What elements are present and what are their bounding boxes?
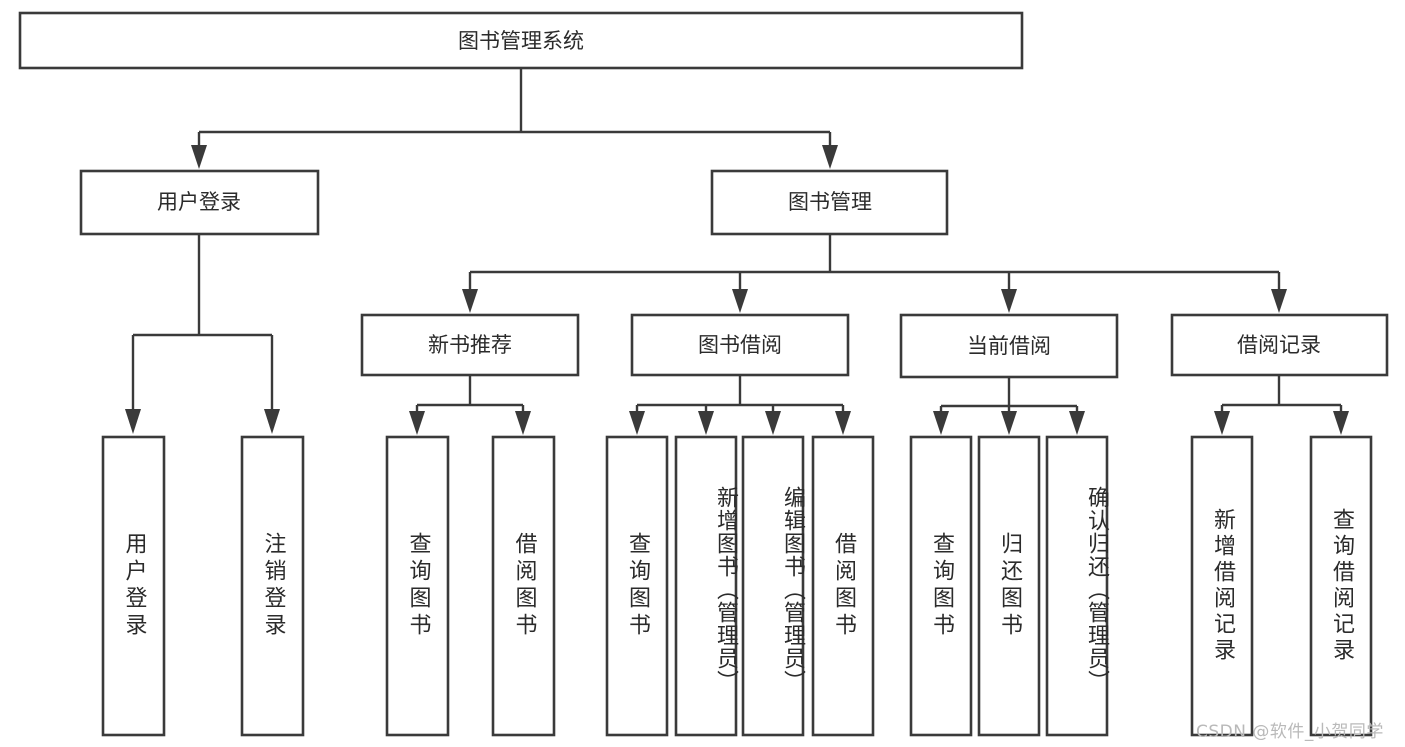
arrow-br-leaf-2 xyxy=(1333,411,1349,435)
node-current-borrow-box[interactable] xyxy=(899,313,1119,379)
connector-group-new-book-recommend xyxy=(409,375,531,435)
arrow-bb-leaf-3 xyxy=(765,411,781,435)
node-new-book-recommend-box[interactable] xyxy=(360,313,580,377)
arrow-bb-leaf-2 xyxy=(698,411,714,435)
node-book-management-label: 图书管理 xyxy=(788,190,872,214)
node-user-login[interactable]: 用户登录 xyxy=(79,169,320,236)
leaf-box-query-book-3[interactable] xyxy=(909,435,973,737)
node-user-login-label: 用户登录 xyxy=(157,190,241,214)
node-root-title-label: 图书管理系统 xyxy=(458,29,584,53)
leaf-boxes-user-login xyxy=(101,435,305,737)
connector-group-root xyxy=(191,68,838,169)
node-borrow-record-box[interactable] xyxy=(1170,313,1389,377)
node-book-management[interactable]: 图书管理 xyxy=(710,169,949,236)
connector-group-book-borrow xyxy=(629,375,851,435)
node-book-borrow-label: 图书借阅 xyxy=(698,333,782,357)
arrow-cb-leaf-1 xyxy=(933,411,949,435)
arrow-user-login-leaf-1 xyxy=(125,409,141,434)
arrow-nbr-leaf-1 xyxy=(409,411,425,435)
node-user-login-box[interactable] xyxy=(79,169,320,236)
connector-group-borrow-record xyxy=(1214,375,1349,435)
node-borrow-record[interactable]: 借阅记录 xyxy=(1170,313,1389,377)
leaf-box-query-book-2[interactable] xyxy=(605,435,669,737)
leaf-boxes-current-borrow xyxy=(909,435,1109,737)
connector-group-current-borrow xyxy=(933,377,1085,435)
leaf-box-borrow-book-2[interactable] xyxy=(811,435,875,737)
node-book-borrow[interactable]: 图书借阅 xyxy=(630,313,850,377)
leaf-box-logout-login[interactable] xyxy=(240,435,305,737)
arrow-bm-to-current-borrow xyxy=(1001,289,1017,313)
arrow-bb-leaf-4 xyxy=(835,411,851,435)
node-book-borrow-box[interactable] xyxy=(630,313,850,377)
arrow-cb-leaf-3 xyxy=(1069,411,1085,435)
arrow-user-login-leaf-2 xyxy=(264,409,280,434)
node-current-borrow[interactable]: 当前借阅 xyxy=(899,313,1119,379)
leaf-box-add-borrow-record[interactable] xyxy=(1190,435,1254,737)
arrow-root-to-user-login xyxy=(191,145,207,169)
arrow-cb-leaf-2 xyxy=(1001,411,1017,435)
leaf-boxes-new-book-recommend xyxy=(385,435,556,737)
leaf-box-query-borrow-record[interactable] xyxy=(1309,435,1373,737)
leaf-box-query-book-1[interactable] xyxy=(385,435,450,737)
leaf-box-edit-book[interactable] xyxy=(741,435,805,737)
node-current-borrow-label: 当前借阅 xyxy=(967,334,1051,358)
arrow-bm-to-book-borrow xyxy=(732,289,748,313)
node-root-title-box[interactable] xyxy=(18,11,1024,70)
leaf-box-add-book[interactable] xyxy=(674,435,738,737)
arrow-root-to-book-management xyxy=(822,145,838,169)
leaf-box-user-login[interactable] xyxy=(101,435,166,737)
leaf-boxes-borrow-record xyxy=(1190,435,1373,737)
node-root-title[interactable]: 图书管理系统 xyxy=(18,11,1024,70)
arrow-br-leaf-1 xyxy=(1214,411,1230,435)
arrow-bm-to-new-book-recommend xyxy=(462,289,478,313)
node-new-book-recommend[interactable]: 新书推荐 xyxy=(360,313,580,377)
connector-group-user-login xyxy=(125,234,280,434)
csdn-watermark: CSDN @软件_小贺同学 xyxy=(1196,722,1384,742)
leaf-box-confirm-return[interactable] xyxy=(1045,435,1109,737)
node-new-book-recommend-label: 新书推荐 xyxy=(428,333,512,357)
leaf-box-return-book[interactable] xyxy=(977,435,1041,737)
leaf-box-borrow-book-1[interactable] xyxy=(491,435,556,737)
node-borrow-record-label: 借阅记录 xyxy=(1237,333,1321,357)
arrow-bm-to-borrow-record xyxy=(1271,289,1287,313)
node-book-management-box[interactable] xyxy=(710,169,949,236)
arrow-nbr-leaf-2 xyxy=(515,411,531,435)
connector-group-book-management xyxy=(462,234,1287,313)
leaf-boxes-book-borrow xyxy=(605,435,875,737)
arrow-bb-leaf-1 xyxy=(629,411,645,435)
